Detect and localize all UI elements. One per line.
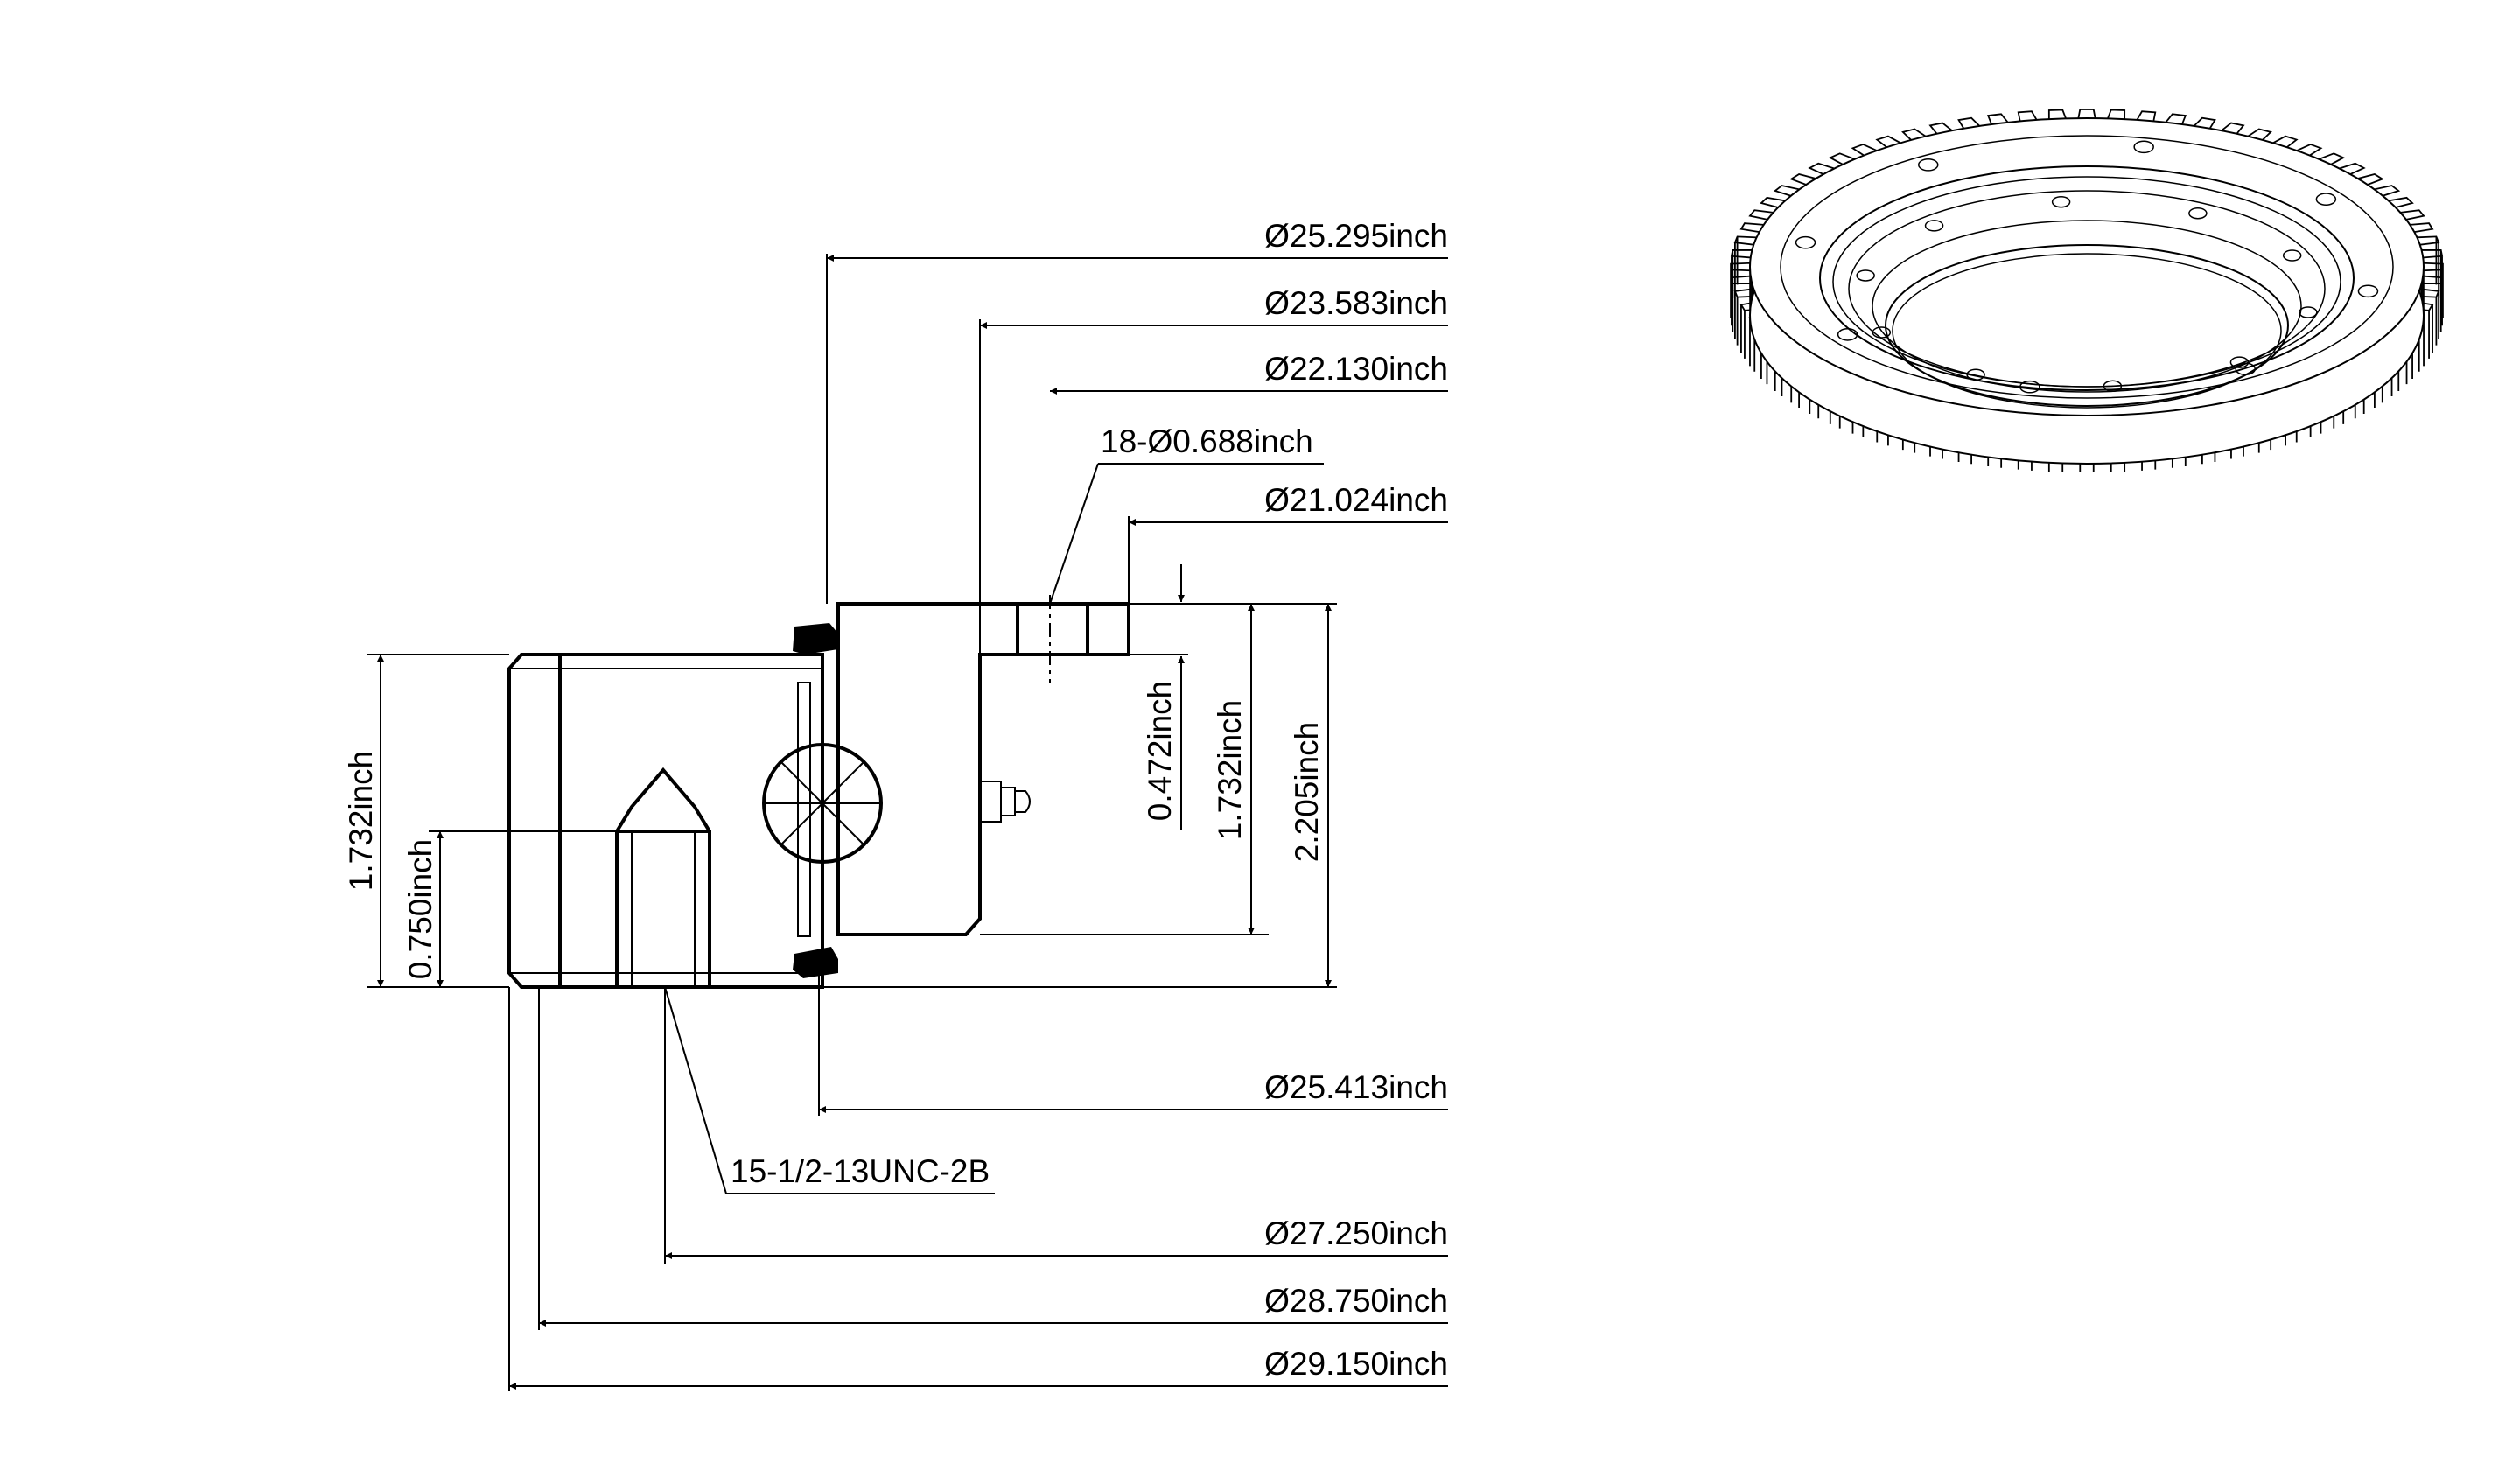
gear-tooth — [2047, 108, 2067, 120]
gear-tooth — [1901, 128, 1927, 141]
bolt-hole — [2235, 362, 2256, 376]
grease-nipple — [979, 780, 1031, 822]
gear-tooth — [2077, 108, 2096, 119]
gear-tooth — [2165, 113, 2187, 125]
dim-d23-583: Ø23.583inch — [1264, 285, 1448, 321]
bolt-hole — [1837, 328, 1858, 341]
dimension-labels: Ø25.295inch Ø23.583inch Ø22.130inch 18-Ø… — [343, 218, 1448, 1382]
bolt-hole — [1918, 158, 1939, 172]
gear-tooth — [2357, 173, 2384, 186]
gear-tooth — [2107, 108, 2126, 120]
gear-tooth — [2247, 128, 2272, 141]
gear-tooth — [1748, 209, 1774, 220]
gear-tooth — [1739, 222, 1764, 234]
bolt-hole — [2019, 380, 2040, 394]
gear-tooth — [1986, 113, 2009, 125]
bolt-hole — [1795, 235, 1816, 249]
gear-tooth — [2272, 135, 2299, 148]
gear-tooth — [2388, 196, 2414, 208]
dim-d28-750: Ø28.750inch — [1264, 1283, 1448, 1319]
gear-tooth — [2017, 110, 2038, 122]
dim-d25-413: Ø25.413inch — [1264, 1069, 1448, 1105]
gear-tooth — [2319, 152, 2346, 165]
dim-h-left-1-732: 1.732inch — [343, 751, 379, 891]
bolt-hole — [2315, 192, 2337, 206]
gear-tooth — [1760, 196, 1786, 208]
dim-h-0-472: 0.472inch — [1142, 681, 1178, 821]
gear-tooth — [1928, 122, 1953, 135]
gear-tooth — [1789, 173, 1816, 186]
outer-ring — [507, 653, 824, 989]
ball — [762, 682, 883, 937]
gear-tooth — [2374, 185, 2401, 197]
gear-tooth — [2221, 122, 2245, 135]
bolt-hole — [1966, 368, 1985, 382]
gear-tooth — [2410, 222, 2434, 234]
inner-ring — [836, 595, 1130, 936]
mounting-hole — [1016, 602, 1089, 656]
dim-h-left-0-750: 0.750inch — [402, 839, 438, 979]
dim-h-2-205: 2.205inch — [1289, 722, 1325, 862]
bolt-hole — [1856, 270, 1875, 282]
tapped-hole — [615, 830, 711, 989]
gear-tooth — [2136, 110, 2157, 122]
gear-tooth — [2339, 162, 2366, 175]
gear-tooth — [1773, 185, 1800, 197]
dim-d21-024: Ø21.024inch — [1264, 482, 1448, 518]
gear-tooth — [1851, 143, 1878, 157]
bolt-hole — [2282, 249, 2302, 262]
bolt-hole — [2188, 206, 2208, 220]
bolt-hole — [1872, 326, 1892, 339]
gear-tooth — [2400, 209, 2425, 220]
gear-ring-3d-view — [1730, 108, 2444, 472]
dim-d22-130: Ø22.130inch — [1264, 351, 1448, 387]
dim-holes: 18-Ø0.688inch — [1101, 424, 1313, 459]
bolt-hole — [2103, 380, 2123, 393]
bolt-hole — [2229, 356, 2250, 368]
dim-thread: 15-1/2-13UNC-2B — [731, 1153, 990, 1189]
seal-top — [793, 623, 838, 654]
bolt-hole — [2357, 284, 2379, 298]
gear-tooth — [1957, 116, 1981, 130]
gear-tooth — [2193, 116, 2216, 130]
seal-bottom — [793, 947, 838, 978]
gear-tooth — [2296, 143, 2323, 157]
dim-h-right-1-732: 1.732inch — [1212, 700, 1248, 840]
bolt-hole — [1924, 220, 1944, 232]
cross-section — [507, 595, 1130, 989]
bolt-holes — [1795, 140, 2379, 394]
gear-tooth — [1875, 135, 1901, 148]
bolt-hole — [2299, 306, 2318, 318]
bolt-hole — [2133, 140, 2154, 154]
bolt-hole — [2051, 195, 2071, 208]
gear-tooth — [1808, 162, 1835, 175]
gear-tooth — [1828, 152, 1855, 165]
dim-d29-150: Ø29.150inch — [1264, 1346, 1448, 1382]
dim-d25-295: Ø25.295inch — [1264, 218, 1448, 254]
dim-d27-250: Ø27.250inch — [1264, 1215, 1448, 1251]
dimension-lines — [367, 254, 1448, 1391]
